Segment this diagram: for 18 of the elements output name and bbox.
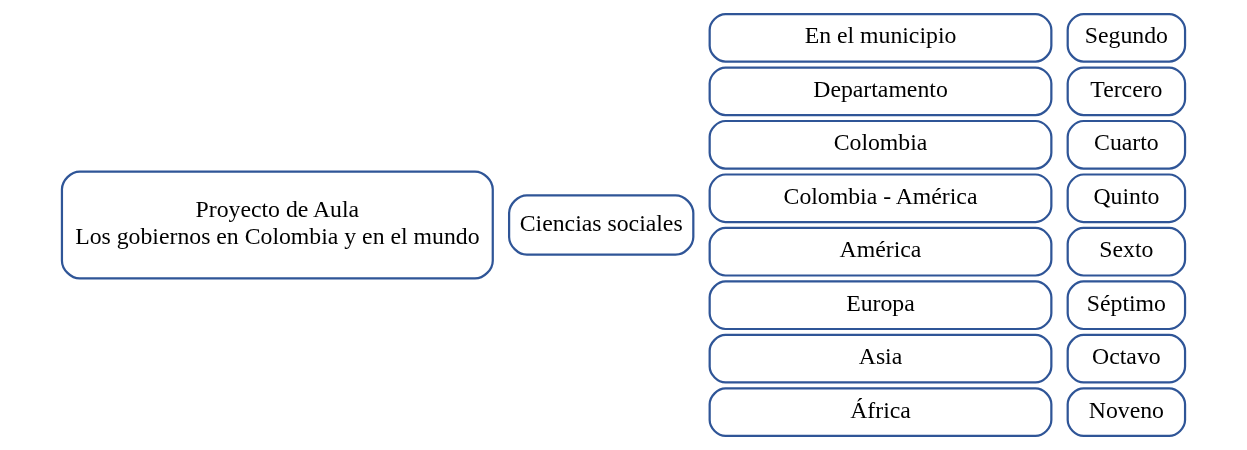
node-box: Asia <box>708 333 1053 384</box>
node-box: Departamento <box>708 66 1053 117</box>
node-box: Tercero <box>1066 66 1187 117</box>
node-box: Segundo <box>1066 12 1187 63</box>
node-box: Europa <box>708 280 1053 331</box>
node-box: Séptimo <box>1066 280 1187 331</box>
node-box: Quinto <box>1066 173 1187 224</box>
node-box: En el municipio <box>708 12 1053 63</box>
node-box: Colombia <box>708 119 1053 170</box>
node-box: África <box>708 387 1053 438</box>
node-box: Octavo <box>1066 333 1187 384</box>
node-box: Sexto <box>1066 226 1187 277</box>
node-box: Cuarto <box>1066 119 1187 170</box>
node-box: Ciencias sociales <box>508 194 695 256</box>
node-box: Proyecto de Aula Los gobiernos en Colombia y en el mundo <box>60 170 494 280</box>
node-box: América <box>708 226 1053 277</box>
node-box: Noveno <box>1066 387 1187 438</box>
node-box: Colombia - América <box>708 173 1053 224</box>
